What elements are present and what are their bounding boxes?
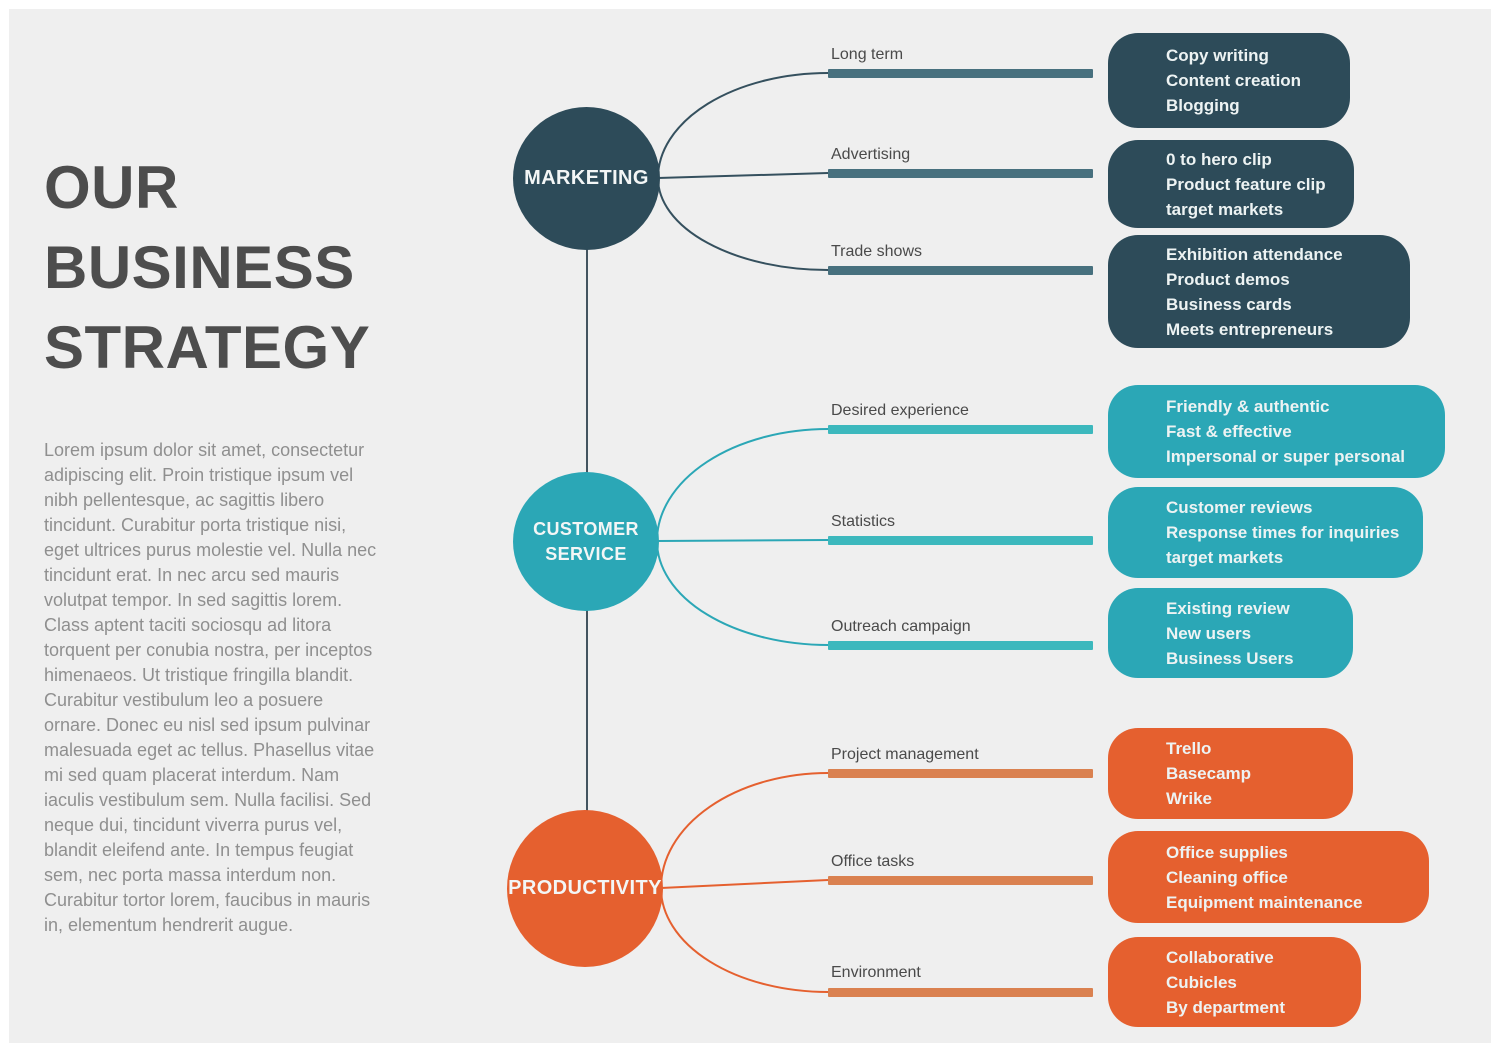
branch-label-environment: Environment bbox=[831, 964, 921, 981]
branch-box-statistics: Customer reviews Response times for inqu… bbox=[1108, 487, 1423, 578]
branch-box-project-management: Trello Basecamp Wrike bbox=[1108, 728, 1353, 819]
branch-box-advertising: 0 to hero clip Product feature clip targ… bbox=[1108, 140, 1354, 228]
branch-label-trade-shows: Trade shows bbox=[831, 243, 922, 260]
branch-box-outreach-campaign: Existing review New users Business Users bbox=[1108, 588, 1353, 678]
branch-box-long-term: Copy writing Content creation Blogging bbox=[1108, 33, 1350, 128]
topic-circle-productivity: PRODUCTIVITY bbox=[507, 810, 663, 967]
branch-label-desired-experience: Desired experience bbox=[831, 402, 969, 419]
page-title: OUR BUSINESS STRATEGY bbox=[44, 154, 371, 381]
branch-box-environment: Collaborative Cubicles By department bbox=[1108, 937, 1361, 1027]
topic-circle-marketing: MARKETING bbox=[513, 107, 660, 250]
branch-bar-project-management bbox=[828, 769, 1093, 778]
branch-curve-marketing-bottom bbox=[657, 177, 829, 271]
branch-box-trade-shows: Exhibition attendance Product demos Busi… bbox=[1108, 235, 1410, 348]
intro-paragraph: Lorem ipsum dolor sit amet, consectetur … bbox=[44, 440, 377, 935]
branch-box-desired-experience: Friendly & authentic Fast & effective Im… bbox=[1108, 385, 1445, 478]
branch-bar-office-tasks bbox=[828, 876, 1093, 885]
branch-label-statistics: Statistics bbox=[831, 513, 896, 530]
branch-bar-long-term bbox=[828, 69, 1093, 78]
branch-curve-marketing-top bbox=[657, 72, 829, 179]
branch-box-office-tasks: Office supplies Cleaning office Equipmen… bbox=[1108, 831, 1429, 923]
branch-curve-cs-middle bbox=[656, 539, 829, 542]
branch-curve-productivity-top bbox=[660, 772, 829, 889]
branch-curve-cs-top bbox=[656, 428, 829, 542]
branch-label-long-term: Long term bbox=[831, 46, 904, 63]
branch-label-office-tasks: Office tasks bbox=[831, 853, 915, 870]
branch-bar-environment bbox=[828, 988, 1093, 997]
branch-label-project-management: Project management bbox=[831, 746, 979, 763]
branch-bar-outreach-campaign bbox=[828, 641, 1093, 650]
branch-curve-productivity-bottom bbox=[660, 887, 829, 993]
branch-curve-cs-bottom bbox=[656, 540, 829, 646]
branch-label-outreach-campaign: Outreach campaign bbox=[831, 618, 971, 635]
topic-circle-customer-service: CUSTOMER SERVICE bbox=[513, 472, 659, 611]
branch-bar-desired-experience bbox=[828, 425, 1093, 434]
branch-label-advertising: Advertising bbox=[831, 146, 911, 163]
branch-curve-productivity-middle bbox=[660, 879, 829, 889]
branch-bar-advertising bbox=[828, 169, 1093, 178]
branch-curve-marketing-middle bbox=[657, 172, 829, 179]
branch-bar-trade-shows bbox=[828, 266, 1093, 275]
branch-bar-statistics bbox=[828, 536, 1093, 545]
